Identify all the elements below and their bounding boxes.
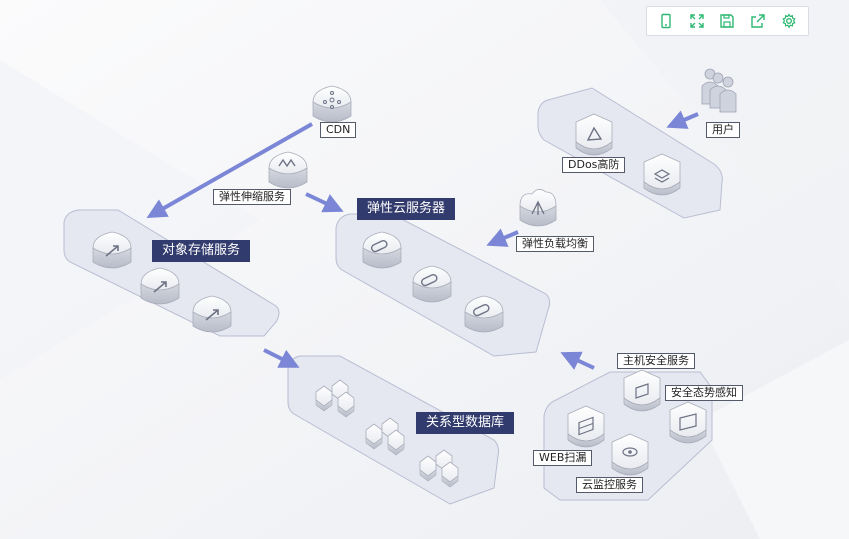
ddos-shield xyxy=(643,153,681,196)
fullscreen-button[interactable] xyxy=(684,9,710,33)
save-icon xyxy=(720,14,735,28)
host-security-label: 主机安全服务 xyxy=(617,353,695,369)
cloud-monitor-label: 云监控服务 xyxy=(576,477,643,493)
arrow-user-to-ddos xyxy=(666,110,699,129)
save-button[interactable] xyxy=(714,9,740,33)
gear-icon xyxy=(782,13,796,29)
web-scan-label: WEB扫漏 xyxy=(533,450,593,466)
web-scan-shield xyxy=(567,405,605,448)
screen-icon xyxy=(679,413,697,431)
scaling-icon xyxy=(278,158,296,168)
server-icon xyxy=(370,240,388,253)
storage-node xyxy=(92,231,132,269)
triangle-icon xyxy=(586,126,603,141)
users-icon xyxy=(701,68,737,113)
upload-icon xyxy=(205,309,219,321)
share-button[interactable] xyxy=(745,9,771,33)
ecs-node xyxy=(464,295,504,333)
eye-icon xyxy=(622,447,638,457)
object-storage-label: 对象存储服务 xyxy=(152,240,251,262)
mobile-view-button[interactable] xyxy=(653,9,679,33)
chip-icon xyxy=(635,383,649,399)
elb-label: 弹性负载均衡 xyxy=(516,236,594,252)
elb-node xyxy=(519,189,557,227)
ecs-label: 弹性云服务器 xyxy=(357,198,456,220)
user-label: 用户 xyxy=(706,122,740,138)
diagram-toolbar xyxy=(646,6,809,36)
share-icon xyxy=(751,14,765,28)
host-security-shield xyxy=(623,369,661,412)
server-icon xyxy=(472,304,490,317)
ddos-label: DDos高防 xyxy=(562,157,626,173)
cdn-node xyxy=(312,85,352,123)
layers-icon xyxy=(653,169,671,183)
upload-icon xyxy=(153,281,167,293)
network-icon xyxy=(323,91,341,109)
arrow-security-to-ecs xyxy=(560,351,595,370)
storage-node xyxy=(192,295,232,333)
ecs-node xyxy=(412,265,452,303)
arrow-lb-to-ecs xyxy=(486,228,519,247)
storage-node xyxy=(140,267,180,305)
ddos-shield xyxy=(575,113,613,156)
arrow-scaling-to-ecs xyxy=(305,192,344,213)
arrow-storage-to-rdb xyxy=(263,348,300,368)
rdb-label: 关系型数据库 xyxy=(416,412,515,434)
situation-awareness-label: 安全态势感知 xyxy=(665,385,743,401)
balance-icon xyxy=(531,200,545,215)
ecs-node xyxy=(362,231,402,269)
settings-button[interactable] xyxy=(776,9,802,33)
mobile-icon xyxy=(661,13,671,29)
server-icon xyxy=(420,274,438,287)
scan-icon xyxy=(578,416,594,436)
auto-scaling-node xyxy=(268,151,308,189)
arrow-cdn-to-storage xyxy=(146,122,313,218)
cdn-label: CDN xyxy=(320,122,357,138)
upload-icon xyxy=(105,245,119,257)
cloud-monitor-shield xyxy=(611,433,649,476)
situation-awareness-shield xyxy=(669,401,707,444)
auto-scaling-label: 弹性伸缩服务 xyxy=(213,189,291,205)
expand-icon xyxy=(690,14,704,28)
